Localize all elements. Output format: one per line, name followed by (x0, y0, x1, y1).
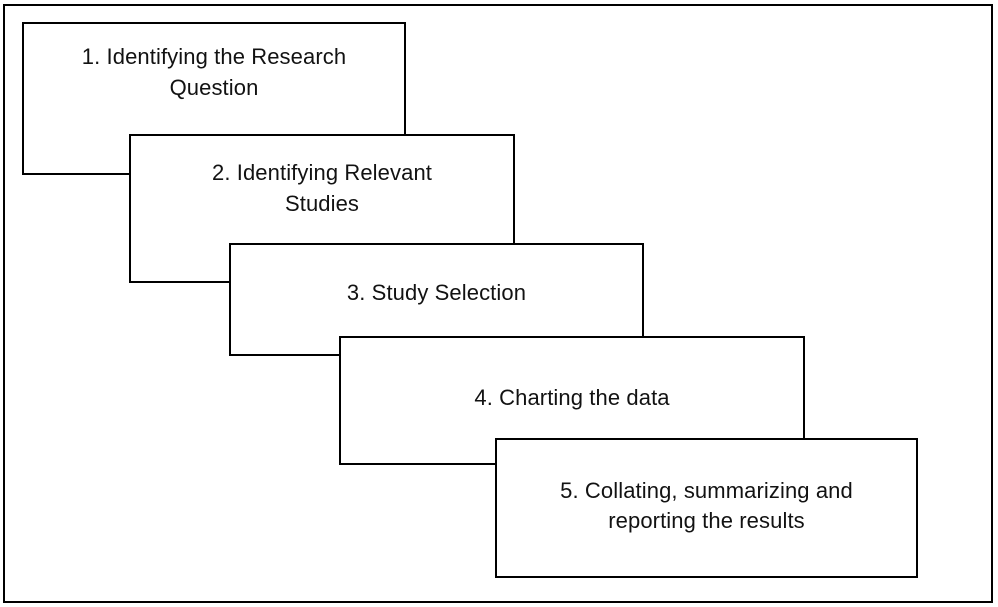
process-step-5-label: 5. Collating, summarizing and reporting … (560, 477, 853, 533)
process-step-2-label: 2. Identifying Relevant Studies (212, 160, 432, 216)
process-step-5[interactable]: 5. Collating, summarizing and reporting … (495, 438, 918, 578)
process-step-4-label: 4. Charting the data (474, 385, 670, 411)
process-step-3-label: 3. Study Selection (346, 280, 527, 306)
process-step-1-label: 1. Identifying the Research Question (81, 44, 347, 100)
